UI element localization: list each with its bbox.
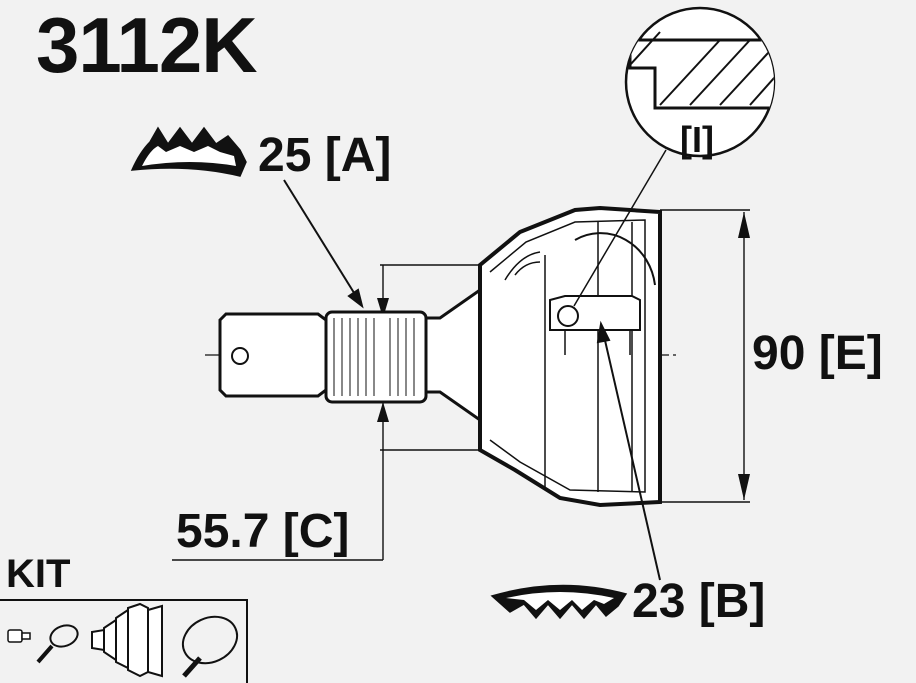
kit-label: KIT	[6, 552, 71, 596]
kit-box	[0, 599, 248, 683]
shaft-hole	[231, 347, 249, 365]
outer-spline-icon-inner	[142, 146, 236, 166]
cable-tie-icon	[181, 615, 239, 678]
joint-housing	[478, 205, 662, 508]
detail-label: [I]	[680, 119, 714, 160]
boot-icon	[91, 602, 163, 678]
nut-icon	[7, 629, 31, 643]
part-number-title: 3112K	[36, 1, 258, 89]
inner-spline-label: 23 [B]	[632, 575, 766, 628]
detail-marker	[557, 305, 579, 327]
dimension-arrows	[377, 212, 750, 500]
inner-spline-icon-inner	[506, 592, 614, 610]
leader-arrows	[283, 179, 661, 581]
shaft-diameter-label: 55.7 [C]	[176, 505, 350, 558]
shaft	[218, 287, 482, 423]
detail-view	[624, 6, 776, 158]
detail-leader	[573, 149, 667, 307]
outer-spline-label: 25 [A]	[258, 129, 392, 182]
clamp-ring-icon	[36, 624, 79, 664]
outer-diameter-label: 90 [E]	[752, 327, 883, 380]
spline-teeth	[333, 318, 415, 396]
